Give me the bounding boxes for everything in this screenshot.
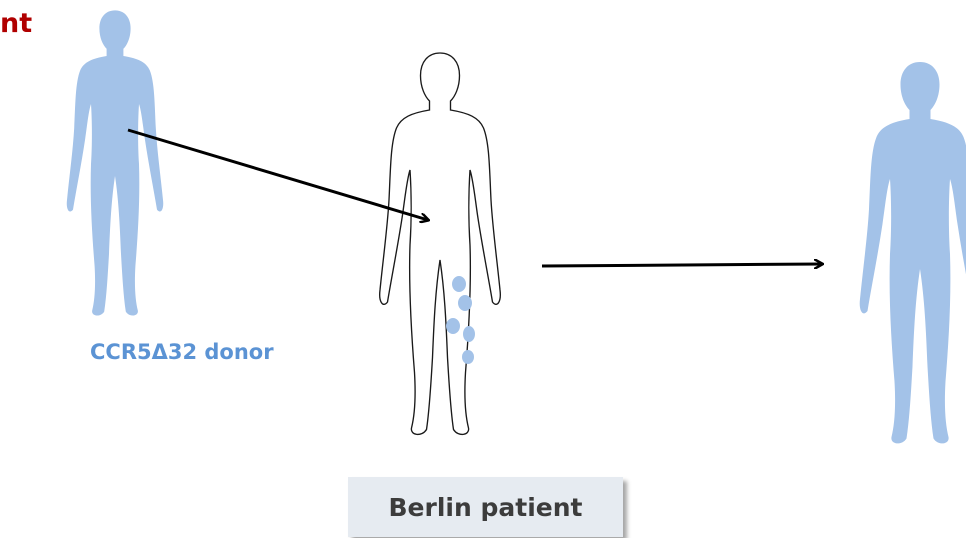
- patient-box: Berlin patient: [348, 477, 623, 537]
- cell-dot-icon: [463, 326, 475, 342]
- cell-dot-icon: [458, 295, 472, 311]
- cell-dot-icon: [462, 350, 474, 364]
- cell-dots: [446, 276, 475, 364]
- cell-dot-icon: [446, 318, 460, 334]
- donor-label: CCR5Δ32 donor: [90, 340, 350, 364]
- patient-label: Berlin patient: [389, 493, 583, 522]
- cell-dot-icon: [452, 276, 466, 292]
- transplant-arrow-icon: [128, 130, 428, 220]
- outcome-arrow-icon: [542, 264, 822, 266]
